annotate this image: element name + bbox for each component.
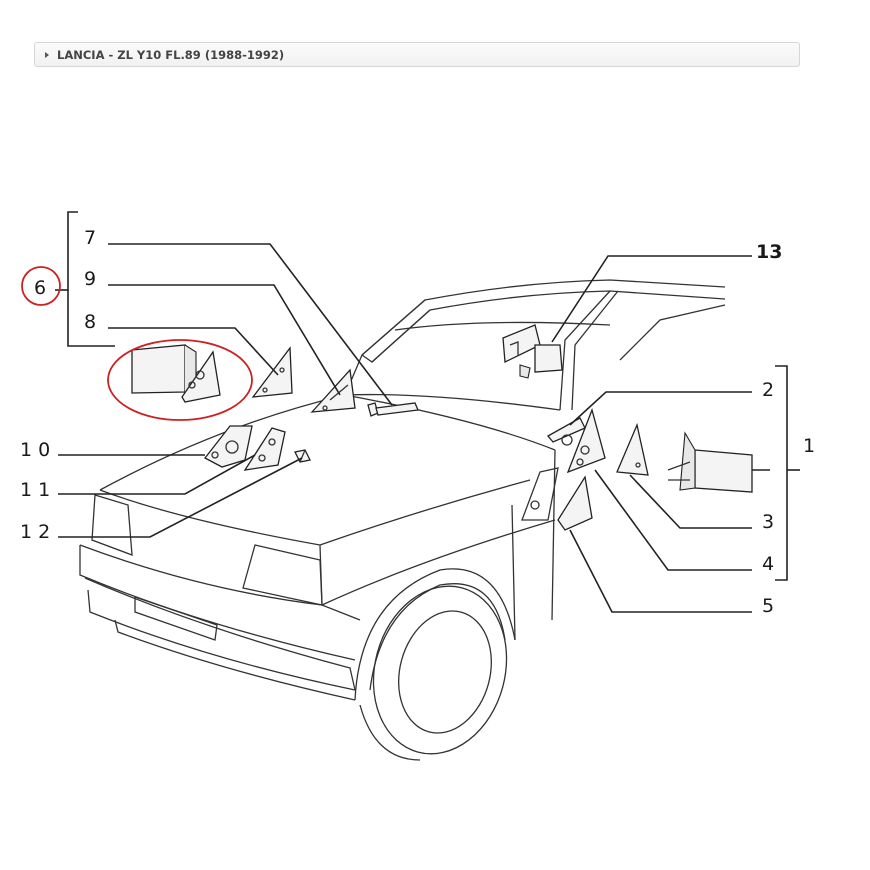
- callout-13[interactable]: 13: [756, 241, 782, 263]
- callout-1[interactable]: 1: [803, 435, 815, 457]
- part-9-triangle-trim[interactable]: [310, 368, 356, 413]
- part-1-mirror-assembly[interactable]: [667, 431, 753, 493]
- part-8-triangle-cover[interactable]: [251, 346, 293, 398]
- part-4-bracket-plate[interactable]: [566, 407, 606, 474]
- part-10-mounting-plate[interactable]: [204, 425, 253, 468]
- callout-10[interactable]: 1 0: [20, 439, 50, 461]
- part-6-mirror[interactable]: [107, 339, 253, 421]
- callout-8[interactable]: 8: [84, 311, 96, 333]
- callout-9[interactable]: 9: [84, 268, 96, 290]
- callout-5[interactable]: 5: [762, 595, 774, 617]
- part-13-interior-mirror[interactable]: [502, 324, 563, 379]
- part-7-bolt[interactable]: [367, 402, 419, 417]
- part-11-bracket[interactable]: [243, 427, 286, 471]
- breadcrumb-label: LANCIA - ZL Y10 FL.89 (1988-1992): [57, 47, 285, 62]
- highlight-ring: [107, 339, 253, 421]
- callout-6[interactable]: 6: [34, 277, 46, 299]
- callout-2[interactable]: 2: [762, 379, 774, 401]
- part-5-cover[interactable]: [557, 475, 593, 531]
- callout-3[interactable]: 3: [762, 511, 774, 533]
- callout-6-highlight: [21, 266, 61, 306]
- triangle-right-icon: [45, 51, 49, 58]
- breadcrumb[interactable]: LANCIA - ZL Y10 FL.89 (1988-1992): [34, 42, 800, 67]
- callout-4[interactable]: 4: [762, 553, 774, 575]
- leader-lines: [55, 211, 800, 613]
- callout-11[interactable]: 1 1: [20, 479, 50, 501]
- callout-7[interactable]: 7: [84, 227, 96, 249]
- car-outline: [79, 279, 726, 761]
- part-3-triangle-cover[interactable]: [616, 422, 649, 476]
- callout-12[interactable]: 1 2: [20, 521, 50, 543]
